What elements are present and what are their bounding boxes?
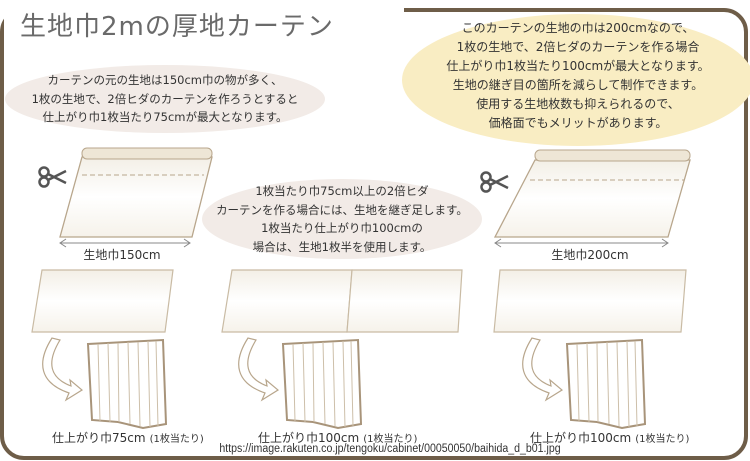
bubble-line: 仕上がり巾1枚当たり75cmが最大となります。 [42,110,288,124]
bubble-line: 生地の継ぎ目の箇所を減らして制作できます。 [452,78,704,92]
fabric-roll-150 [59,147,213,248]
caption-sub: (1枚当たり) [363,434,418,445]
bubble-line: 価格面でもメリットがあります。 [488,116,668,130]
fabric-roll-200 [493,149,691,248]
bubble-line: 使用する生地枚数も抑えられるので、 [476,97,680,111]
bubble-left: カーテンの元の生地は150cm巾の物が多く、 1枚の生地で、2倍ヒダのカーテンを… [15,71,315,127]
bubble-line: 仕上がり巾1枚当たり100cmが最大となります。 [446,59,710,73]
bubble-line: 1枚当たり巾75cm以上の2倍ヒダ [255,184,429,198]
bubble-line: カーテンの元の生地は150cm巾の物が多く、 [47,73,283,87]
bubble-right: このカーテンの生地の巾は200cmなので、 1枚の生地で、2倍ヒダのカーテンを作… [408,19,748,133]
curtain-icon [282,339,362,429]
bubble-line: このカーテンの生地の巾は200cmなので、 [461,21,695,35]
caption-main: 仕上がり巾100cm [258,431,360,445]
bubble-line: 1枚当たり仕上がり巾100cmの [261,221,423,235]
bubble-line: 場合は、生地1枚半を使用します。 [252,239,432,254]
bubble-left-bg [5,65,325,133]
fabric-width-150-label: 生地巾150cm [83,248,161,262]
scissors-icon [38,166,68,188]
bubble-right-bg [402,14,750,146]
caption-75: 仕上がり巾75cm(1枚当たり) [52,429,204,446]
arrow-icon [238,337,279,401]
bubble-line: 1枚の生地で、2倍ヒダのカーテンを作る場合 [456,40,700,54]
scissors-icon [480,171,510,193]
caption-sub: (1枚当たり) [635,434,690,445]
bubble-middle-bg [202,179,482,259]
caption-sub: (1枚当たり) [149,434,204,445]
curtain-icon [87,339,167,429]
source-url: https://image.rakuten.co.jp/tengoku/cabi… [219,443,561,455]
bubble-line: カーテンを作る場合には、生地を継ぎ足します。 [216,202,468,217]
caption-100-b: 仕上がり巾100cm(1枚当たり) [530,429,689,446]
arrow-icon [42,337,83,401]
bubble-middle: 1枚当たり巾75cm以上の2倍ヒダ カーテンを作る場合には、生地を継ぎ足します。… [207,182,477,256]
caption-main: 仕上がり巾75cm [52,431,146,445]
arrow-icon [522,337,563,401]
frame [0,4,748,460]
page-title: 生地巾2mの厚地カーテン [20,12,334,42]
caption-main: 仕上がり巾100cm [530,431,632,445]
curtain-icon [566,339,646,429]
bubble-line: 1枚の生地で、2倍ヒダのカーテンを作ろうとすると [31,91,299,106]
fabric-width-200-label: 生地巾200cm [551,248,629,262]
fabric-panels [31,269,687,333]
caption-100-a: 仕上がり巾100cm(1枚当たり) [258,429,417,446]
